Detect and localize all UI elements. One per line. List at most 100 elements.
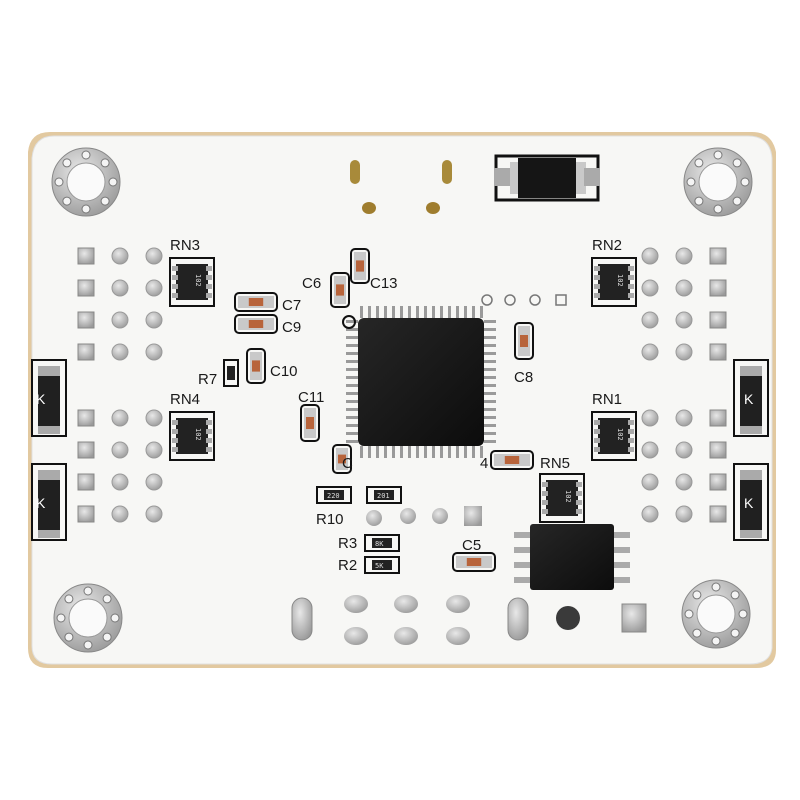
mcu-pin — [456, 306, 459, 318]
header-pad — [77, 409, 95, 427]
res-code: 5K — [375, 562, 384, 570]
mcu-pin — [346, 416, 358, 419]
mcu-pin — [400, 306, 403, 318]
label-rn1: RN1 — [592, 391, 622, 408]
mcu-pin — [472, 446, 475, 458]
soic-pin — [514, 547, 530, 553]
rn-pin — [172, 266, 178, 271]
rn-pin — [206, 429, 212, 434]
header-pad — [111, 311, 129, 329]
rn-pin — [172, 275, 178, 280]
res-code: 8K — [375, 540, 384, 548]
soic-pin — [614, 562, 630, 568]
via-dot — [83, 640, 93, 650]
mcu-pin — [484, 432, 496, 435]
cap-outline — [234, 314, 278, 334]
diode-right-top: K — [733, 359, 769, 437]
diode-left-top: K — [31, 359, 67, 437]
top-pads — [350, 160, 452, 214]
diode-left-bottom: K — [31, 463, 67, 541]
mcu-pin — [346, 440, 358, 443]
via-dot — [730, 590, 740, 600]
mcu-pin — [484, 320, 496, 323]
label-c9: C9 — [282, 319, 301, 336]
header-pad — [111, 473, 129, 491]
cap-center — [356, 260, 364, 272]
rn-pin — [594, 429, 600, 434]
via-dot — [711, 636, 721, 646]
rn-outline — [169, 257, 215, 307]
mcu-pin — [480, 446, 483, 458]
rn-outline — [169, 411, 215, 461]
mcu-pin — [384, 306, 387, 318]
rn-pin — [628, 438, 634, 443]
header-pad — [145, 473, 163, 491]
header-pad — [77, 505, 95, 523]
res-outline — [364, 534, 400, 552]
mcu-pin — [484, 336, 496, 339]
header-pad — [709, 247, 727, 265]
header-pad — [709, 311, 727, 329]
header-pad — [641, 409, 659, 427]
header-pad — [709, 343, 727, 361]
rn-code: 102 — [564, 490, 572, 503]
mcu-pin — [346, 392, 358, 395]
mcu-pin — [376, 446, 379, 458]
mcu-pin — [484, 384, 496, 387]
via-dot — [730, 628, 740, 638]
cap-center — [338, 454, 346, 464]
rn-pin — [628, 429, 634, 434]
via-dot — [102, 632, 112, 642]
cap-outline — [246, 348, 266, 384]
soic-pin — [614, 547, 630, 553]
header-pad — [77, 441, 95, 459]
rn-pin — [594, 293, 600, 298]
mcu-pin — [464, 446, 467, 458]
mcu-pin — [464, 306, 467, 318]
rn-outline — [591, 257, 637, 307]
res-body — [324, 490, 344, 500]
via-dot — [64, 632, 74, 642]
label-rn4: RN4 — [170, 391, 200, 408]
header-pad — [77, 247, 95, 265]
rn-pin — [172, 284, 178, 289]
header-pad — [641, 441, 659, 459]
rn-pin — [594, 447, 600, 452]
mcu-pin — [484, 392, 496, 395]
header-pad — [641, 247, 659, 265]
rn-pin — [628, 266, 634, 271]
mcu-pin — [346, 352, 358, 355]
res-outline — [316, 486, 352, 504]
res-outline — [223, 359, 239, 387]
header-pad — [675, 343, 693, 361]
header-pad — [641, 473, 659, 491]
mcu-pin — [480, 306, 483, 318]
mcu-pin — [484, 424, 496, 427]
via-dot — [694, 158, 704, 168]
via-dot — [713, 204, 723, 214]
via-dot — [694, 196, 704, 206]
rn-pin — [172, 447, 178, 452]
mounting-hole-vias — [54, 150, 750, 650]
cap-center — [466, 558, 482, 566]
rn-pin — [628, 275, 634, 280]
via-dot — [102, 594, 112, 604]
cap-center — [520, 335, 528, 347]
via-dot — [738, 609, 748, 619]
res-code: 201 — [377, 492, 390, 500]
label-rn2: RN2 — [592, 237, 622, 254]
header-pad — [675, 247, 693, 265]
via-dot — [62, 196, 72, 206]
mcu-pin — [346, 408, 358, 411]
res-body — [227, 366, 235, 380]
cap-outline — [350, 248, 370, 284]
header-pad — [145, 247, 163, 265]
rn-pin — [206, 293, 212, 298]
diode-k-label: K — [744, 495, 754, 511]
mcu-pin — [432, 306, 435, 318]
header-pad — [709, 505, 727, 523]
mcu-pin — [346, 400, 358, 403]
mcu-pin — [346, 424, 358, 427]
header-pad — [675, 279, 693, 297]
